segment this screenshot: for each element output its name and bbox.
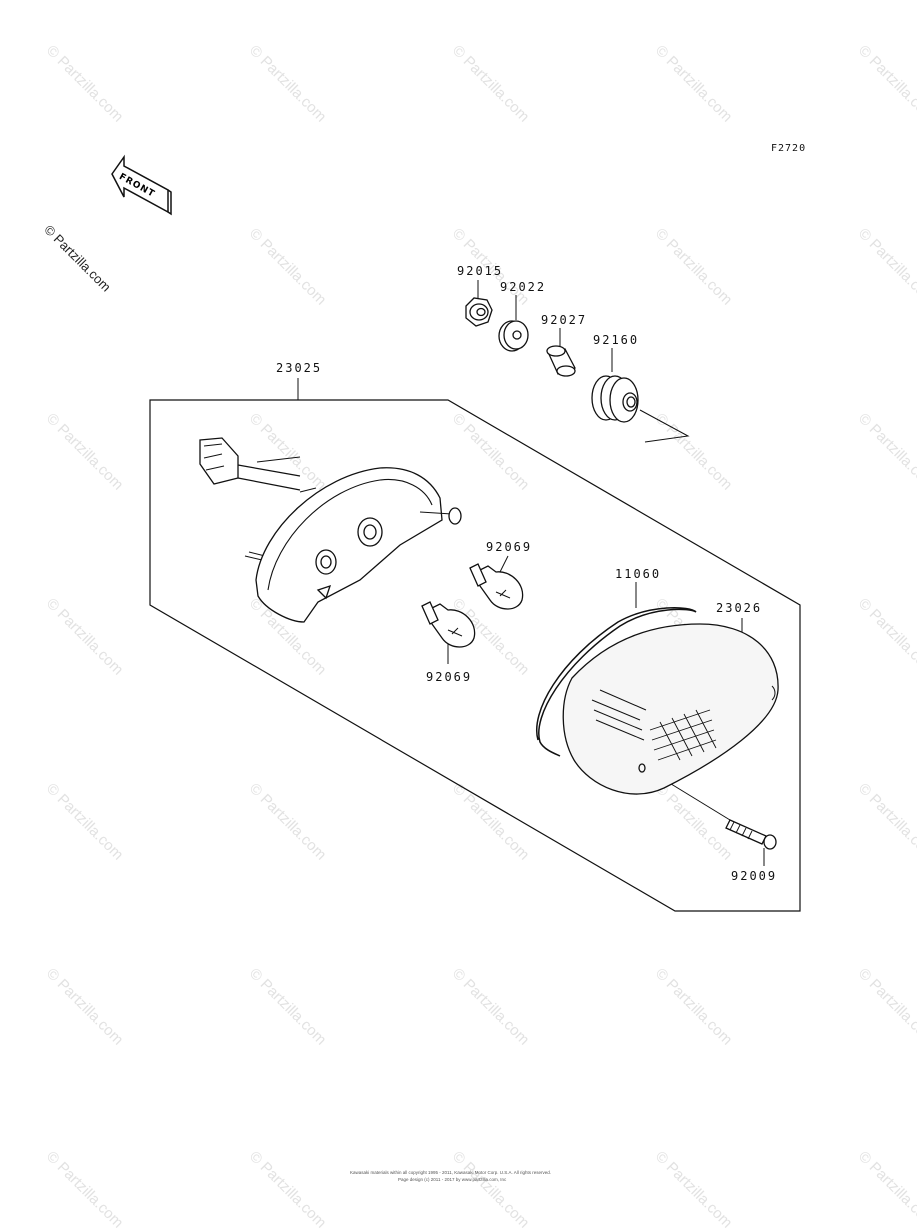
diagram-drawing [111,154,801,912]
footer-design: Page design (c) 2011 - 2017 by www.partz… [398,1177,507,1182]
part-label-92022: 92022 [500,280,547,294]
housing-23025 [199,437,462,623]
lens-23026 [562,623,779,795]
front-arrow-icon [111,154,172,216]
collar-92027 [546,345,576,377]
parts-diagram: © Partzilla.com© Partzilla.com© Partzill… [41,42,917,1231]
bulb-92069-upper [469,563,524,610]
grommet-92160 [591,375,639,423]
assembly-frame [149,399,801,912]
bulb-92069-lower [421,601,476,648]
washer-92022 [498,320,529,352]
part-label-92069-upper: 92069 [486,540,533,554]
part-label-92009: 92009 [731,869,778,883]
gasket-11060 [536,606,697,757]
screw-92009 [725,819,777,850]
part-label-92160: 92160 [593,333,640,347]
figure-code: F2720 [771,143,807,154]
part-label-23025: 23025 [276,361,323,375]
part-label-11060: 11060 [615,567,662,581]
part-label-92069-lower: 92069 [426,670,473,684]
part-label-23026: 23026 [716,601,763,615]
footer-copyright: Kawasaki materials within all copyright … [350,1170,552,1175]
part-label-92015: 92015 [457,264,504,278]
nut-92015 [465,297,493,327]
part-label-92027: 92027 [541,313,588,327]
